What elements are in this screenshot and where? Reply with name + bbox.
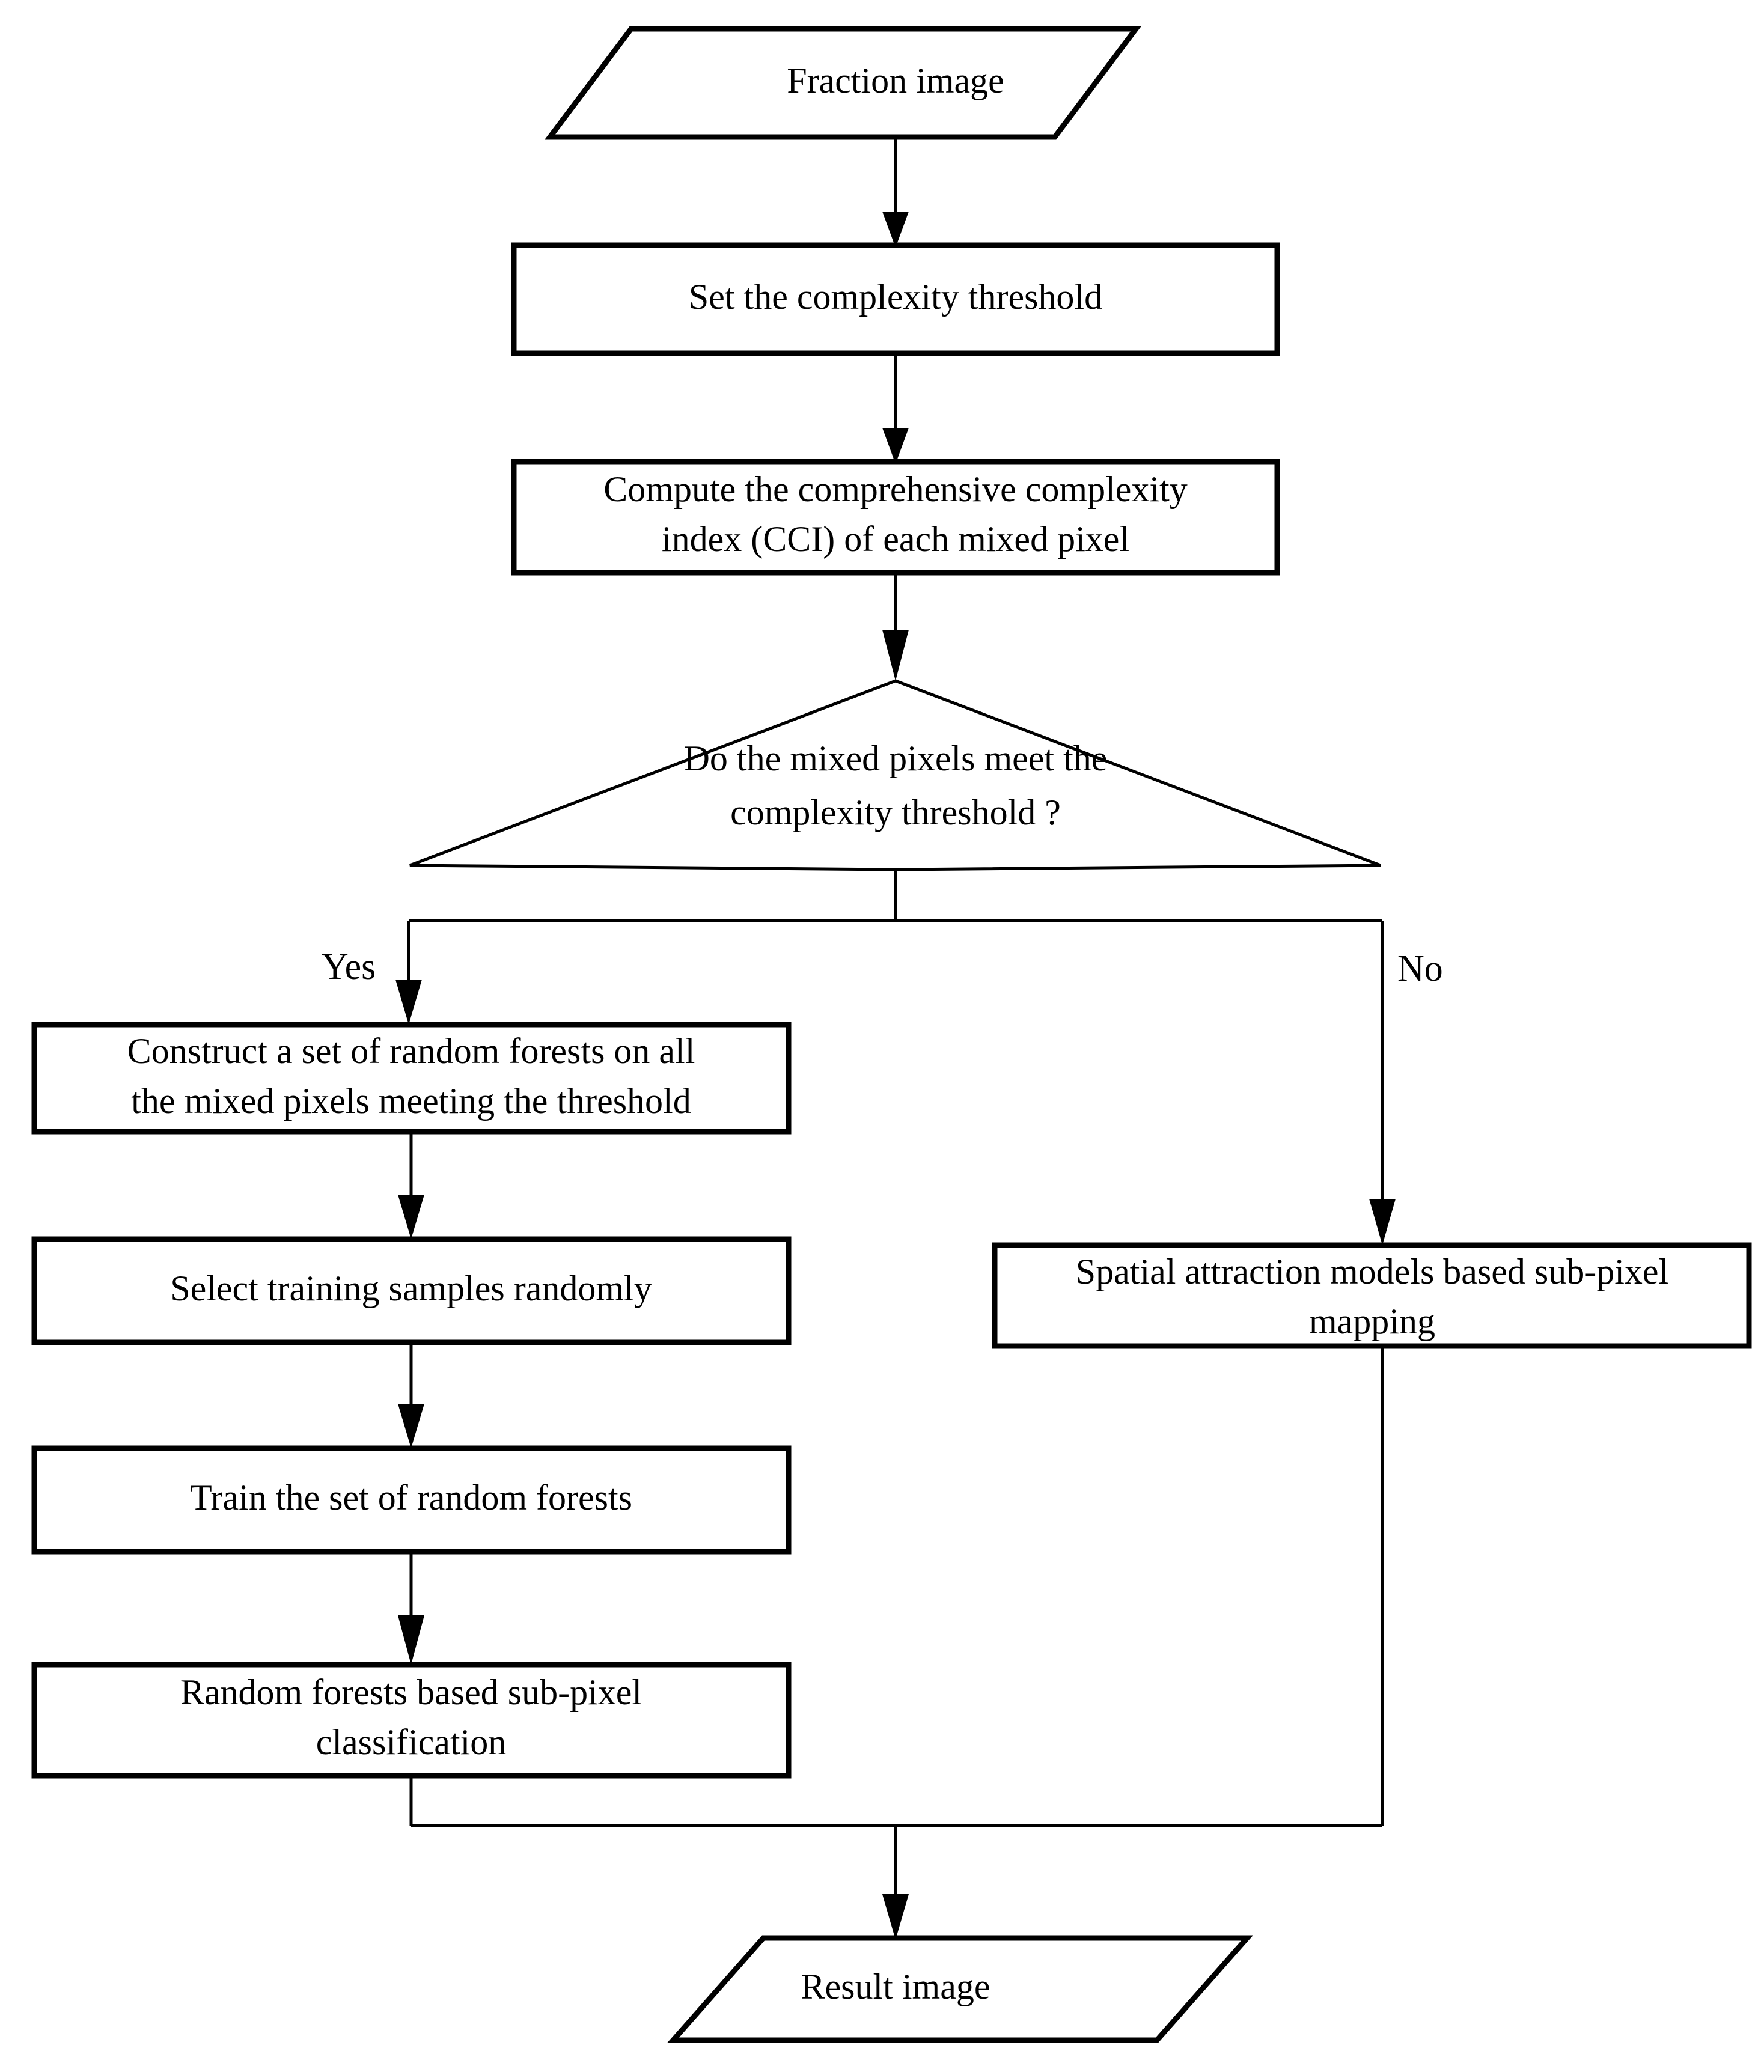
- node-fraction-image-label: Fraction image: [787, 61, 1004, 100]
- node-construct-forests-label-line1: Construct a set of random forests on all: [127, 1031, 695, 1071]
- node-construct-forests[interactable]: Construct a set of random forests on all…: [31, 1022, 792, 1135]
- node-rf-classification[interactable]: Random forests based sub-pixel classific…: [31, 1662, 792, 1779]
- node-spatial-attraction[interactable]: Spatial attraction models based sub-pixe…: [992, 1242, 1752, 1349]
- connector-no-branch: [1369, 921, 1396, 1245]
- node-train-forests[interactable]: Train the set of random forests: [31, 1445, 792, 1555]
- connector-merge-to-result: [409, 1346, 1384, 1940]
- branch-label-no: No: [1397, 948, 1443, 989]
- node-result-image[interactable]: Result image: [667, 1935, 1253, 2043]
- node-decision-label-line2: complexity threshold ?: [730, 793, 1061, 832]
- node-spatial-attraction-label-line1: Spatial attraction models based sub-pixe…: [1076, 1252, 1668, 1291]
- node-select-samples-label: Select training samples randomly: [170, 1269, 652, 1308]
- connector-construct-to-select: [398, 1132, 424, 1239]
- node-compute-cci-label-line1: Compute the comprehensive complexity: [603, 469, 1187, 509]
- node-construct-forests-label-line2: the mixed pixels meeting the threshold: [131, 1081, 691, 1121]
- node-compute-cci[interactable]: Compute the comprehensive complexity ind…: [511, 459, 1280, 576]
- connector-select-to-train: [398, 1342, 424, 1448]
- node-compute-cci-label-line2: index (CCI) of each mixed pixel: [662, 519, 1129, 559]
- connector-decision-split: [409, 870, 1382, 922]
- node-spatial-attraction-label-line2: mapping: [1309, 1302, 1435, 1341]
- node-train-forests-label: Train the set of random forests: [190, 1478, 632, 1517]
- connector-yes-branch: [395, 921, 422, 1025]
- connector-cci-to-decision: [882, 573, 909, 681]
- node-decision[interactable]: Do the mixed pixels meet the complexity …: [409, 679, 1381, 871]
- node-decision-label-line1: Do the mixed pixels meet the: [684, 739, 1108, 778]
- node-result-image-label: Result image: [801, 1967, 990, 2006]
- node-fraction-image[interactable]: Fraction image: [545, 26, 1141, 140]
- node-set-threshold[interactable]: Set the complexity threshold: [511, 242, 1280, 356]
- node-rf-classification-label-line2: classification: [316, 1722, 507, 1762]
- branch-label-yes: Yes: [322, 946, 376, 987]
- connector-fraction-to-threshold: [882, 137, 909, 248]
- node-rf-classification-label-line1: Random forests based sub-pixel: [180, 1672, 642, 1712]
- node-select-samples[interactable]: Select training samples randomly: [31, 1236, 792, 1345]
- connector-threshold-to-cci: [882, 353, 909, 464]
- connector-train-to-classification: [398, 1552, 424, 1665]
- node-set-threshold-label: Set the complexity threshold: [689, 277, 1102, 317]
